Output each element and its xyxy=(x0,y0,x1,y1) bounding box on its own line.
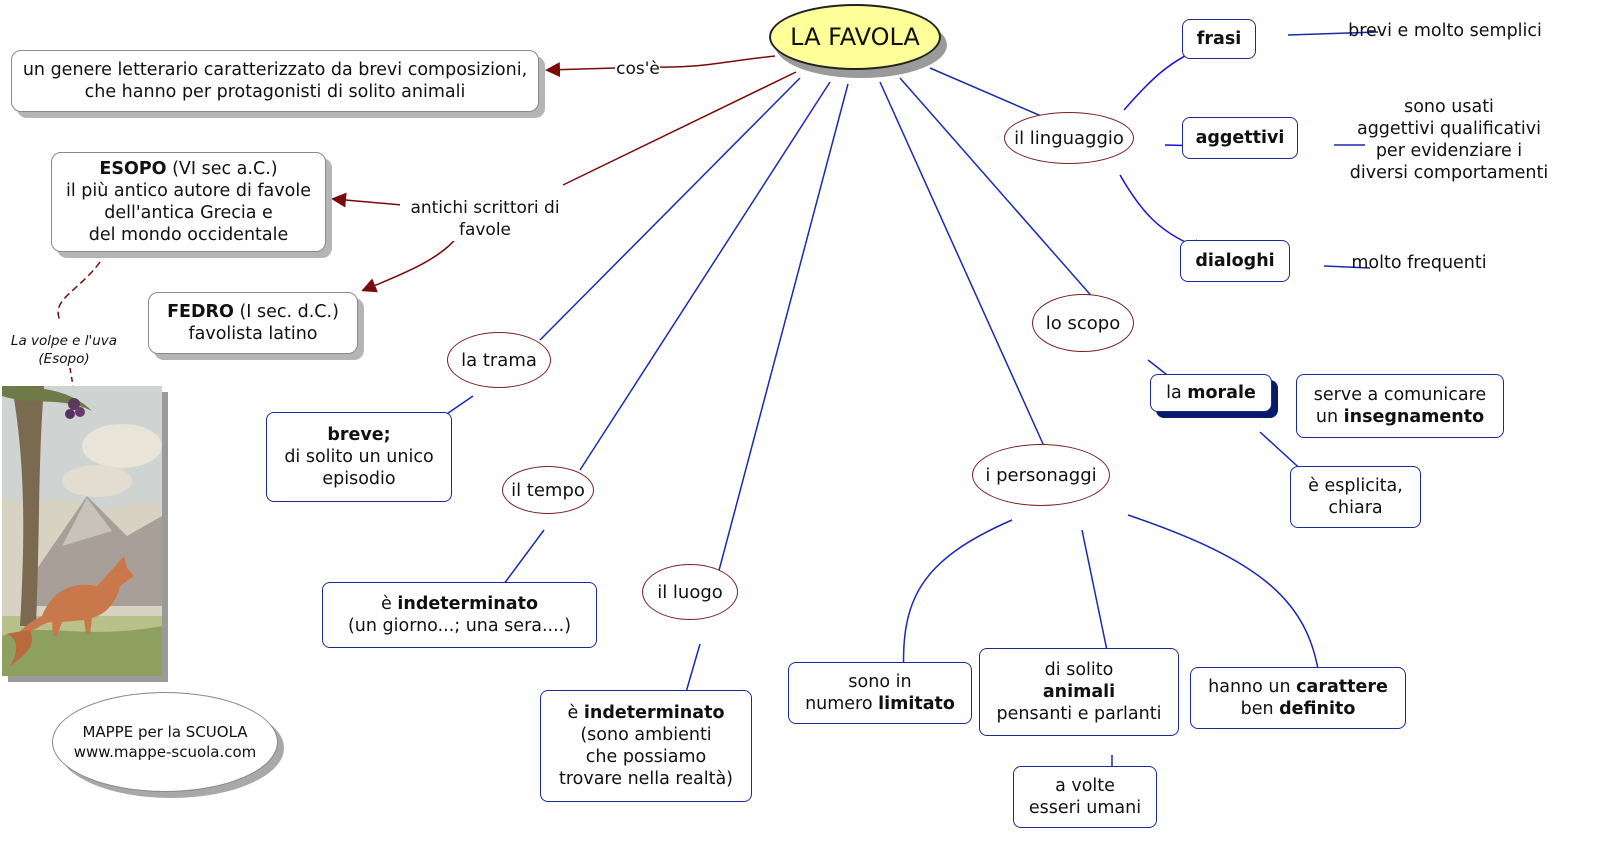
fedro-line2: favolista latino xyxy=(188,324,318,344)
animali-bold: animali xyxy=(1042,682,1116,702)
definition-box: un genere letterario caratterizzato da b… xyxy=(11,50,539,112)
authors-link-label: antichi scrittori di favole xyxy=(400,197,570,241)
insegnamento-bold: insegnamento xyxy=(1343,407,1485,427)
tempo-node: il tempo xyxy=(502,466,594,514)
animali-box: di solito animali pensanti e parlanti xyxy=(979,648,1179,736)
fedro-box: FEDRO (I sec. d.C.) favolista latino xyxy=(148,292,358,354)
definition-line1: un genere letterario caratterizzato da b… xyxy=(22,60,528,80)
animali-line3: pensanti e parlanti xyxy=(996,704,1162,724)
carattere-line1: hanno un carattere xyxy=(1208,676,1388,698)
insegnamento-box: serve a comunicare un insegnamento xyxy=(1296,374,1504,438)
dialoghi-label: dialoghi xyxy=(1195,251,1275,271)
fox-illustration xyxy=(2,386,162,676)
numero-box: sono in numero limitato xyxy=(788,662,972,724)
fedro-title: FEDRO (I sec. d.C.) xyxy=(167,301,339,323)
image-caption: La volpe e l'uva (Esopo) xyxy=(2,332,126,368)
morale-box: la morale xyxy=(1150,374,1272,412)
umani-line2: esseri umani xyxy=(1028,798,1142,818)
carattere-prefix: hanno un xyxy=(1208,677,1297,697)
central-title: LA FAVOLA xyxy=(769,4,941,70)
fedro-name: FEDRO xyxy=(167,302,234,322)
linguaggio-node: il linguaggio xyxy=(1004,112,1134,164)
definition-link-label: cos'è xyxy=(616,58,660,80)
trama-bold: breve; xyxy=(327,425,391,445)
carattere-box: hanno un carattere ben definito xyxy=(1190,667,1406,729)
carattere-prefix2: ben xyxy=(1240,699,1280,719)
numero-prefix: numero xyxy=(805,694,879,714)
frasi-label: frasi xyxy=(1196,29,1242,49)
insegnamento-prefix: un xyxy=(1315,407,1344,427)
footer-ellipse: MAPPE per la SCUOLA www.mappe-scuola.com xyxy=(52,692,278,792)
esopo-name: ESOPO xyxy=(99,159,167,179)
aggettivi-label: aggettivi xyxy=(1195,128,1285,148)
esopo-line2: il più antico autore di favole xyxy=(66,181,311,201)
definition-line2: che hanno per protagonisti di solito ani… xyxy=(84,82,466,102)
esopo-line3: dell'antica Grecia e xyxy=(104,203,273,223)
numero-bold: limitato xyxy=(878,694,955,714)
scopo-node: lo scopo xyxy=(1032,294,1134,352)
aggettivi-desc1: sono usati xyxy=(1404,97,1494,117)
dialoghi-desc: molto frequenti xyxy=(1351,253,1487,273)
insegnamento-line2: un insegnamento xyxy=(1316,406,1484,428)
frasi-box: frasi xyxy=(1182,19,1256,59)
caption-line1: La volpe e l'uva xyxy=(10,333,118,349)
aggettivi-desc4: diversi comportamenti xyxy=(1349,163,1549,183)
umani-line1: a volte xyxy=(1055,776,1115,796)
luogo-line3: che possiamo xyxy=(585,747,707,767)
esopo-period: (VI sec a.C.) xyxy=(166,159,278,179)
authors-label-line1: antichi scrittori di xyxy=(410,198,560,218)
trama-line3: episodio xyxy=(322,469,396,489)
luogo-bold: indeterminato xyxy=(583,703,725,723)
luogo-line2: (sono ambienti xyxy=(580,725,712,745)
carattere-bold2: definito xyxy=(1279,699,1356,719)
footer-line1: MAPPE per la SCUOLA xyxy=(82,723,248,741)
tempo-box: è indeterminato (un giorno...; una sera.… xyxy=(322,582,597,648)
trama-box: breve; di solito un unico episodio xyxy=(266,412,452,502)
esopo-title: ESOPO (VI sec a.C.) xyxy=(99,158,277,180)
morale-prefix: la xyxy=(1166,383,1188,403)
tempo-prefix: è xyxy=(381,594,398,614)
tempo-line1: è indeterminato xyxy=(381,593,538,615)
aggettivi-desc2: aggettivi qualificativi xyxy=(1356,119,1542,139)
carattere-line2: ben definito xyxy=(1241,698,1356,720)
aggettivi-desc3: per evidenziare i xyxy=(1375,141,1523,161)
fedro-period: (I sec. d.C.) xyxy=(233,302,339,322)
esopo-box: ESOPO (VI sec a.C.) il più antico autore… xyxy=(51,152,326,252)
esplicita-line2: chiara xyxy=(1328,498,1383,518)
luogo-line4: trovare nella realtà) xyxy=(558,769,734,789)
carattere-bold1: carattere xyxy=(1296,677,1388,697)
personaggi-node: i personaggi xyxy=(972,444,1110,506)
numero-line2: numero limitato xyxy=(805,693,955,715)
caption-line2: (Esopo) xyxy=(38,351,90,367)
authors-label-line2: favole xyxy=(458,220,512,240)
animali-line1: di solito xyxy=(1044,660,1114,680)
frasi-desc: brevi e molto semplici xyxy=(1348,21,1542,41)
luogo-box: è indeterminato (sono ambienti che possi… xyxy=(540,690,752,802)
aggettivi-box: aggettivi xyxy=(1182,117,1298,159)
dialoghi-box: dialoghi xyxy=(1180,240,1290,282)
esplicita-line1: è esplicita, xyxy=(1308,476,1403,496)
umani-box: a volte esseri umani xyxy=(1013,766,1157,828)
tempo-line2: (un giorno...; una sera....) xyxy=(347,616,572,636)
trama-line2: di solito un unico xyxy=(284,447,434,467)
luogo-prefix: è xyxy=(567,703,584,723)
tempo-bold: indeterminato xyxy=(397,594,538,614)
morale-label: la morale xyxy=(1166,382,1256,404)
trama-node: la trama xyxy=(447,332,551,388)
esopo-line4: del mondo occidentale xyxy=(88,225,289,245)
numero-line1: sono in xyxy=(848,672,912,692)
luogo-node: il luogo xyxy=(642,564,738,620)
luogo-line1: è indeterminato xyxy=(568,702,725,724)
insegnamento-line1: serve a comunicare xyxy=(1313,385,1487,405)
aggettivi-desc: sono usati aggettivi qualificativi per e… xyxy=(1336,96,1562,184)
footer-website: www.mappe-scuola.com xyxy=(73,743,257,761)
morale-bold: morale xyxy=(1187,383,1256,403)
esplicita-box: è esplicita, chiara xyxy=(1290,466,1421,528)
